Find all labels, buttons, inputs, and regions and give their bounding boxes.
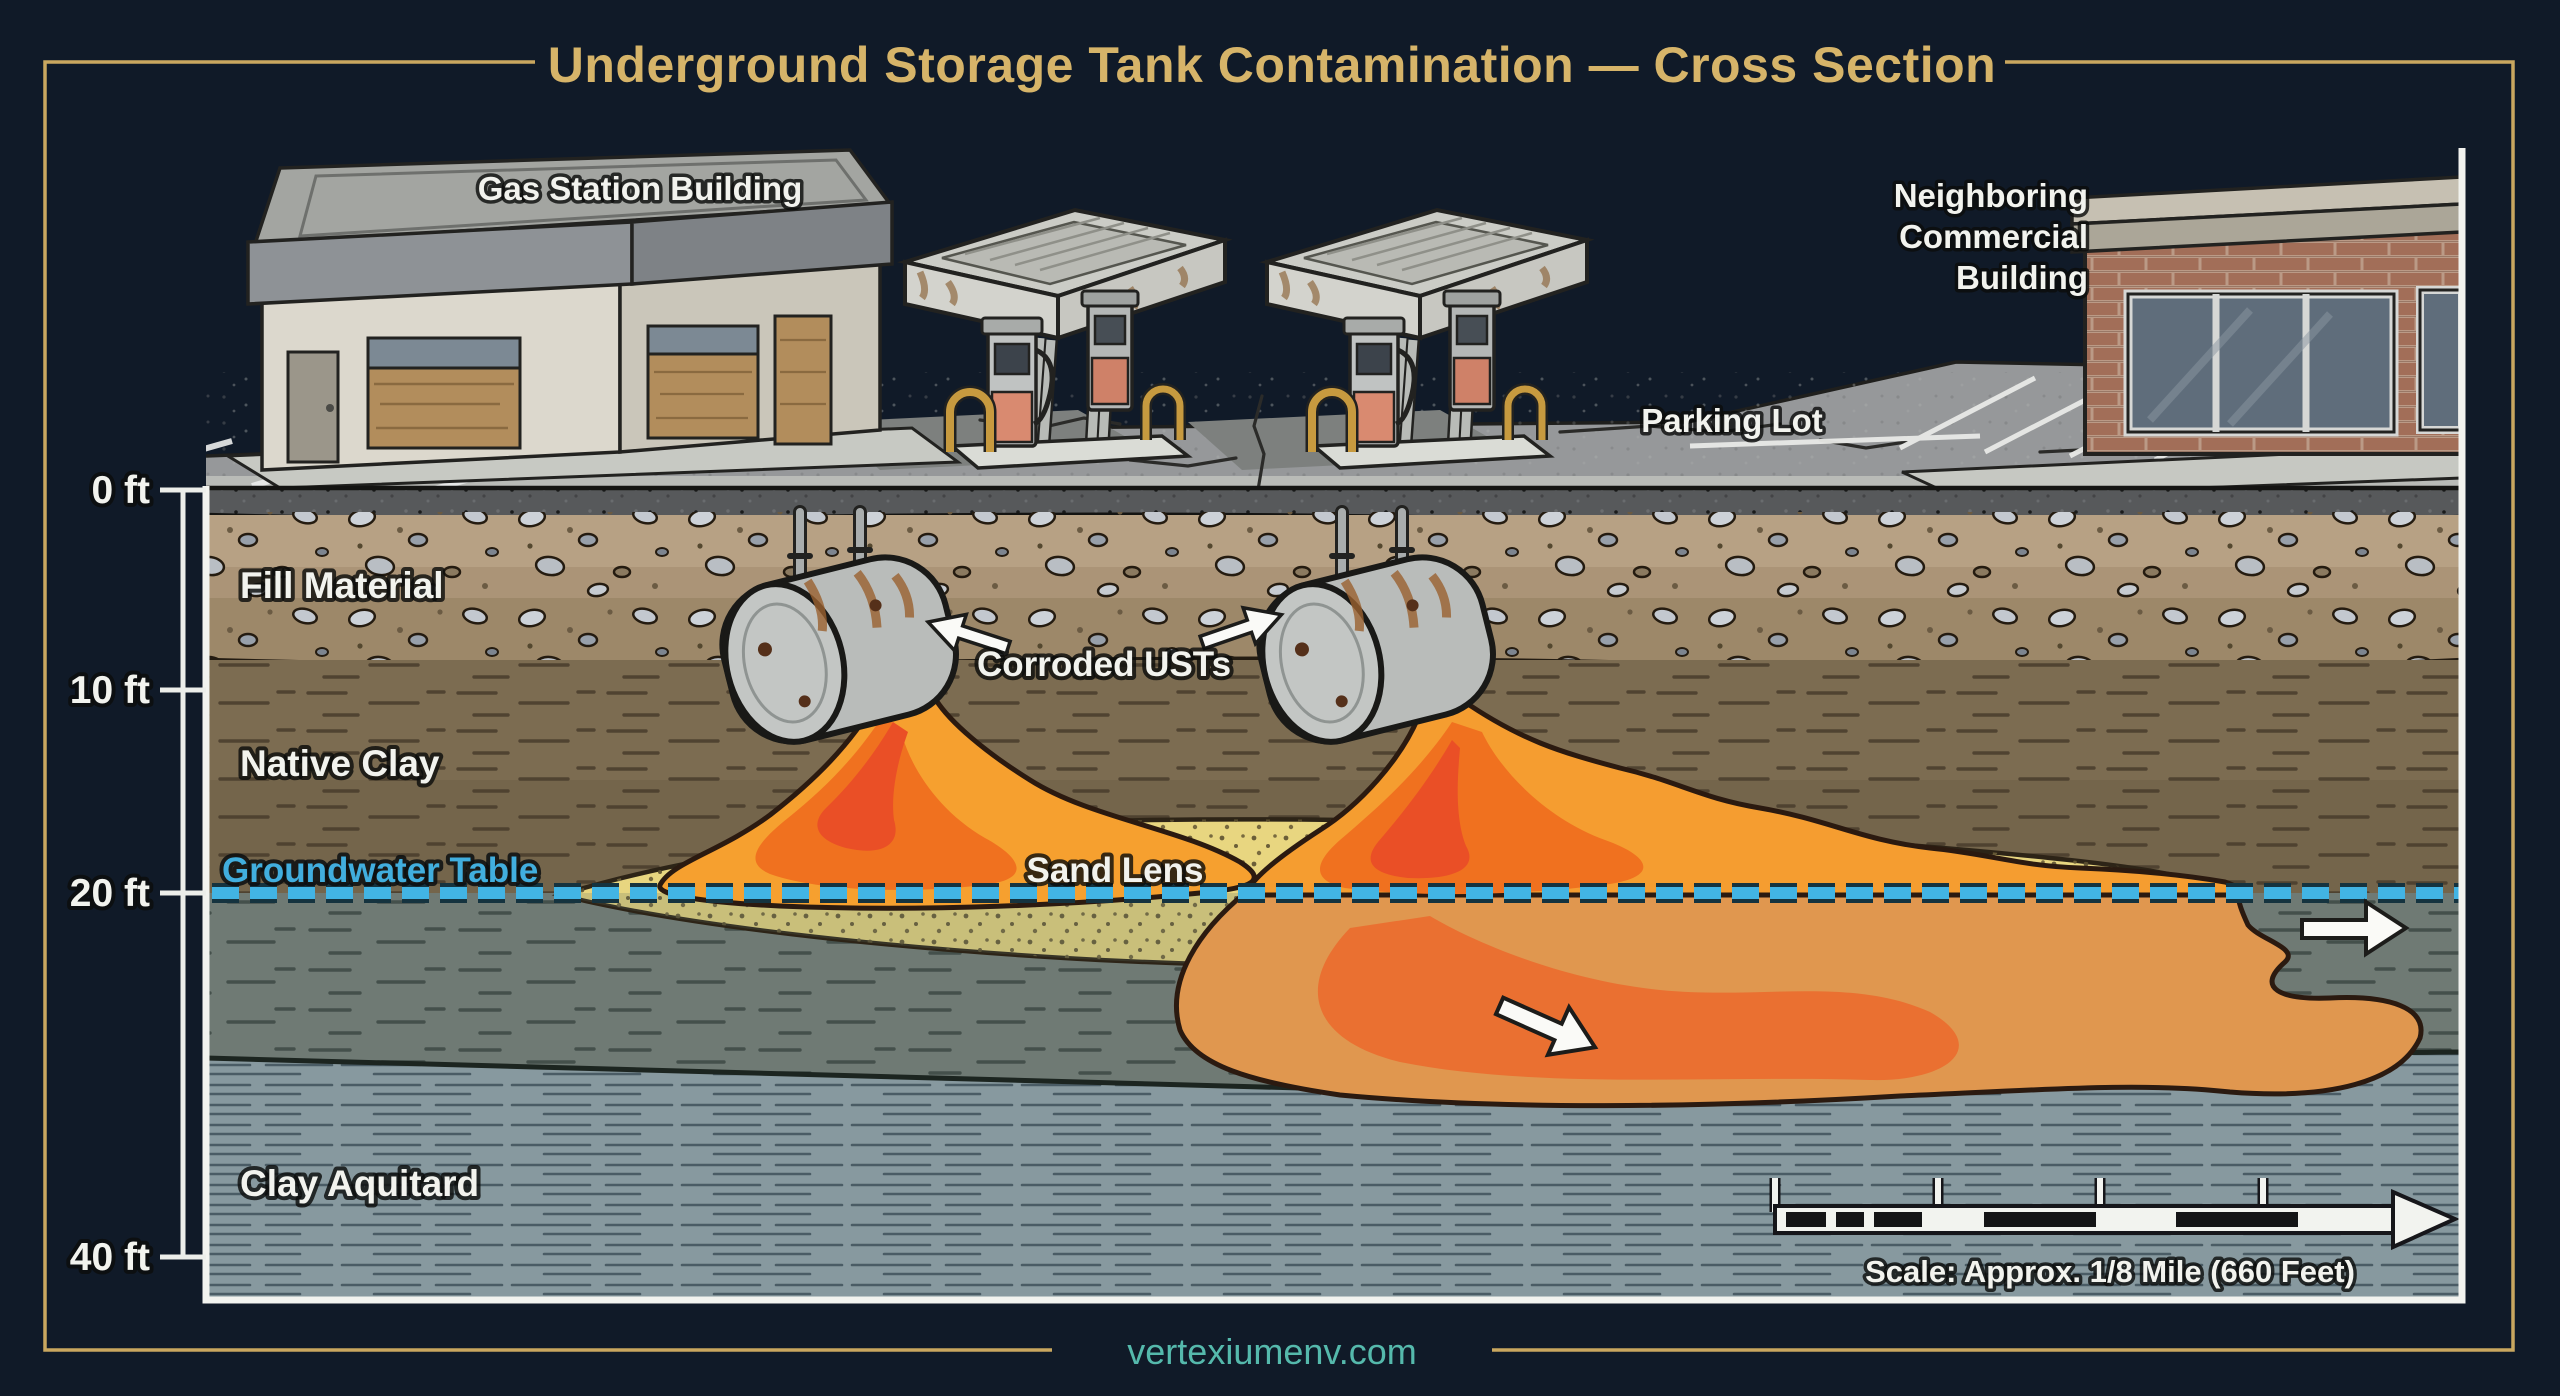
boarded-window bbox=[366, 336, 522, 450]
svg-text:Building: Building bbox=[1956, 259, 2088, 296]
label-arrow-icon bbox=[924, 612, 1013, 656]
depth-mark-0ft: 0 ft bbox=[92, 469, 151, 512]
parking-lot-label: Parking Lot bbox=[1641, 402, 1823, 439]
gas-station-label: Gas Station Building bbox=[478, 170, 803, 207]
contaminant-plume-left bbox=[657, 695, 1257, 911]
neighboring-building-label: Neighboring Commercial Building bbox=[1890, 174, 2091, 300]
svg-text:Commercial: Commercial bbox=[1899, 218, 2088, 255]
depth-mark-20ft: 20 ft bbox=[70, 872, 150, 915]
gas-station-building bbox=[223, 148, 963, 490]
ust-tank-right bbox=[1256, 554, 1496, 745]
storefront-window bbox=[2416, 286, 2462, 434]
label-arrow-icon bbox=[1197, 605, 1285, 651]
layer-label-fill-material: Fill Material bbox=[240, 565, 444, 606]
fuel-pump bbox=[1080, 289, 1140, 412]
ust-tank-left bbox=[719, 554, 959, 745]
rust-streaks bbox=[1340, 570, 1452, 632]
flow-arrow-icon bbox=[1493, 995, 1599, 1058]
corroded-usts-label: Corroded USTs bbox=[977, 645, 1231, 684]
fuel-pump bbox=[980, 316, 1055, 448]
contaminant-plume-main bbox=[1241, 697, 2242, 898]
title-mask bbox=[535, 34, 2005, 92]
depth-mark-10ft: 10 ft bbox=[70, 669, 150, 712]
footer-mask bbox=[1052, 1326, 1492, 1378]
layer-label-clay-aquitard: Clay Aquitard bbox=[240, 1163, 479, 1204]
fuel-canopy bbox=[897, 207, 1233, 470]
svg-text:Neighboring: Neighboring bbox=[1894, 177, 2088, 214]
rust-streaks bbox=[803, 570, 915, 632]
groundwater-table-label: Groundwater Table bbox=[222, 851, 538, 890]
flow-arrow-icon bbox=[2300, 898, 2410, 958]
depth-axis: 0 ft 10 ft 20 ft 40 ft bbox=[66, 465, 206, 1283]
footer-website: vertexiumenv.com bbox=[1127, 1331, 1416, 1372]
fuel-canopy bbox=[1259, 207, 1595, 470]
clay-aquitard-layer bbox=[206, 1049, 2462, 1300]
contaminant-plume-dissolved bbox=[1174, 890, 2424, 1109]
depth-mark-40ft: 40 ft bbox=[70, 1236, 150, 1279]
scale-arrowhead-icon bbox=[2391, 1188, 2460, 1251]
scale-bar: Scale: Approx. 1/8 Mile (660 Feet) bbox=[1769, 1178, 2460, 1293]
storefront-window bbox=[2123, 289, 2399, 437]
layer-label-native-clay: Native Clay bbox=[240, 743, 440, 784]
fuel-pump bbox=[1442, 289, 1502, 412]
scale-bar-label: Scale: Approx. 1/8 Mile (660 Feet) bbox=[1865, 1254, 2355, 1289]
boarded-door bbox=[773, 314, 833, 446]
page-title: Underground Storage Tank Contamination —… bbox=[548, 37, 1996, 93]
ust-fill-pipes bbox=[787, 505, 1415, 607]
boarded-window bbox=[646, 324, 760, 440]
subsurface-cross-section: Scale: Approx. 1/8 Mile (660 Feet) Fill … bbox=[206, 485, 2462, 1300]
parapet-cap bbox=[2070, 175, 2462, 226]
neighboring-commercial-building bbox=[1901, 175, 2462, 499]
sand-lens-label: Sand Lens bbox=[1027, 851, 1204, 890]
fuel-pump bbox=[1342, 316, 1417, 448]
asphalt-layer bbox=[206, 485, 2462, 526]
